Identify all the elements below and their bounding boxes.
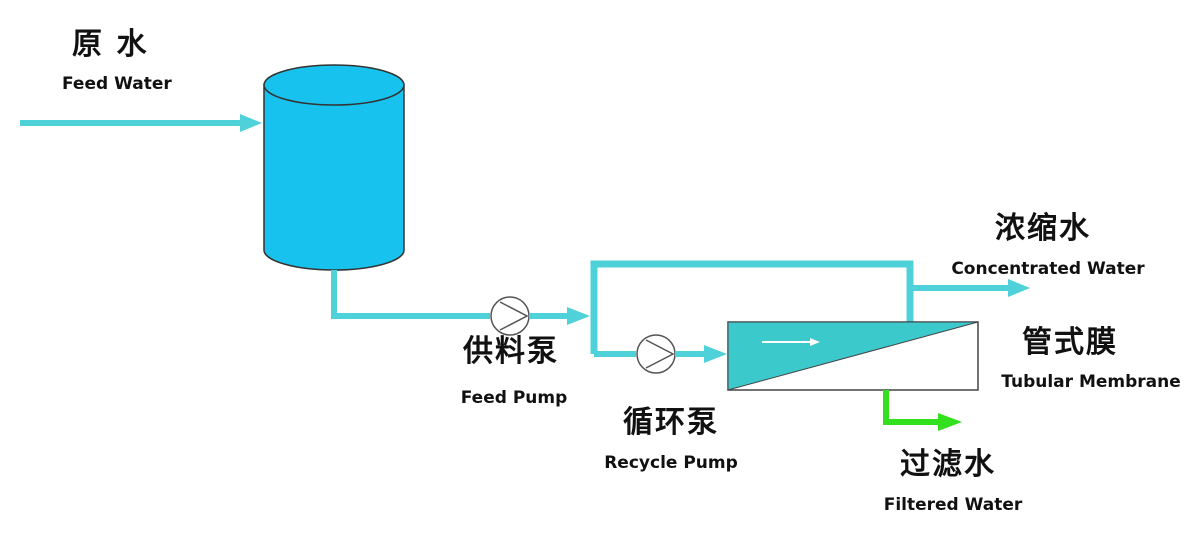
filtered-arrowhead bbox=[938, 413, 962, 431]
feed-pump-arrowhead bbox=[567, 307, 590, 325]
recycle-pump-label-en: Recycle Pump bbox=[604, 453, 738, 473]
filtered-water-label-zh: 过滤水 bbox=[900, 447, 996, 482]
tubular-membrane bbox=[727, 321, 979, 391]
tank-body bbox=[263, 84, 405, 271]
filtered-water-label-en: Filtered Water bbox=[883, 495, 1023, 515]
filtered-outlet-pipe bbox=[883, 390, 942, 425]
tank-outlet-pipe bbox=[331, 270, 490, 319]
feed-water-label-en: Feed Water bbox=[62, 74, 172, 94]
feed-pump bbox=[490, 296, 530, 336]
recycle-pump-arrowhead bbox=[704, 345, 727, 363]
concentrate-arrowhead bbox=[1008, 279, 1030, 297]
concentrated-water-label-zh: 浓缩水 bbox=[995, 211, 1091, 246]
feed-inlet-arrowhead bbox=[240, 114, 262, 132]
feed-pump-label-zh: 供料泵 bbox=[463, 334, 559, 369]
feed-water-label-zh: 原 水 bbox=[72, 27, 149, 62]
recycle-pump-label-zh: 循环泵 bbox=[623, 405, 719, 440]
recycle-pump bbox=[636, 334, 676, 374]
membrane-label-en: Tubular Membrane bbox=[1001, 372, 1181, 392]
recycle-loop-pipe bbox=[590, 260, 914, 354]
concentrated-water-label-en: Concentrated Water bbox=[951, 259, 1145, 279]
tank-top bbox=[263, 64, 405, 106]
feed-tank bbox=[263, 64, 405, 271]
membrane-label-zh: 管式膜 bbox=[1022, 325, 1118, 360]
feed-pump-label-en: Feed Pump bbox=[460, 388, 568, 408]
